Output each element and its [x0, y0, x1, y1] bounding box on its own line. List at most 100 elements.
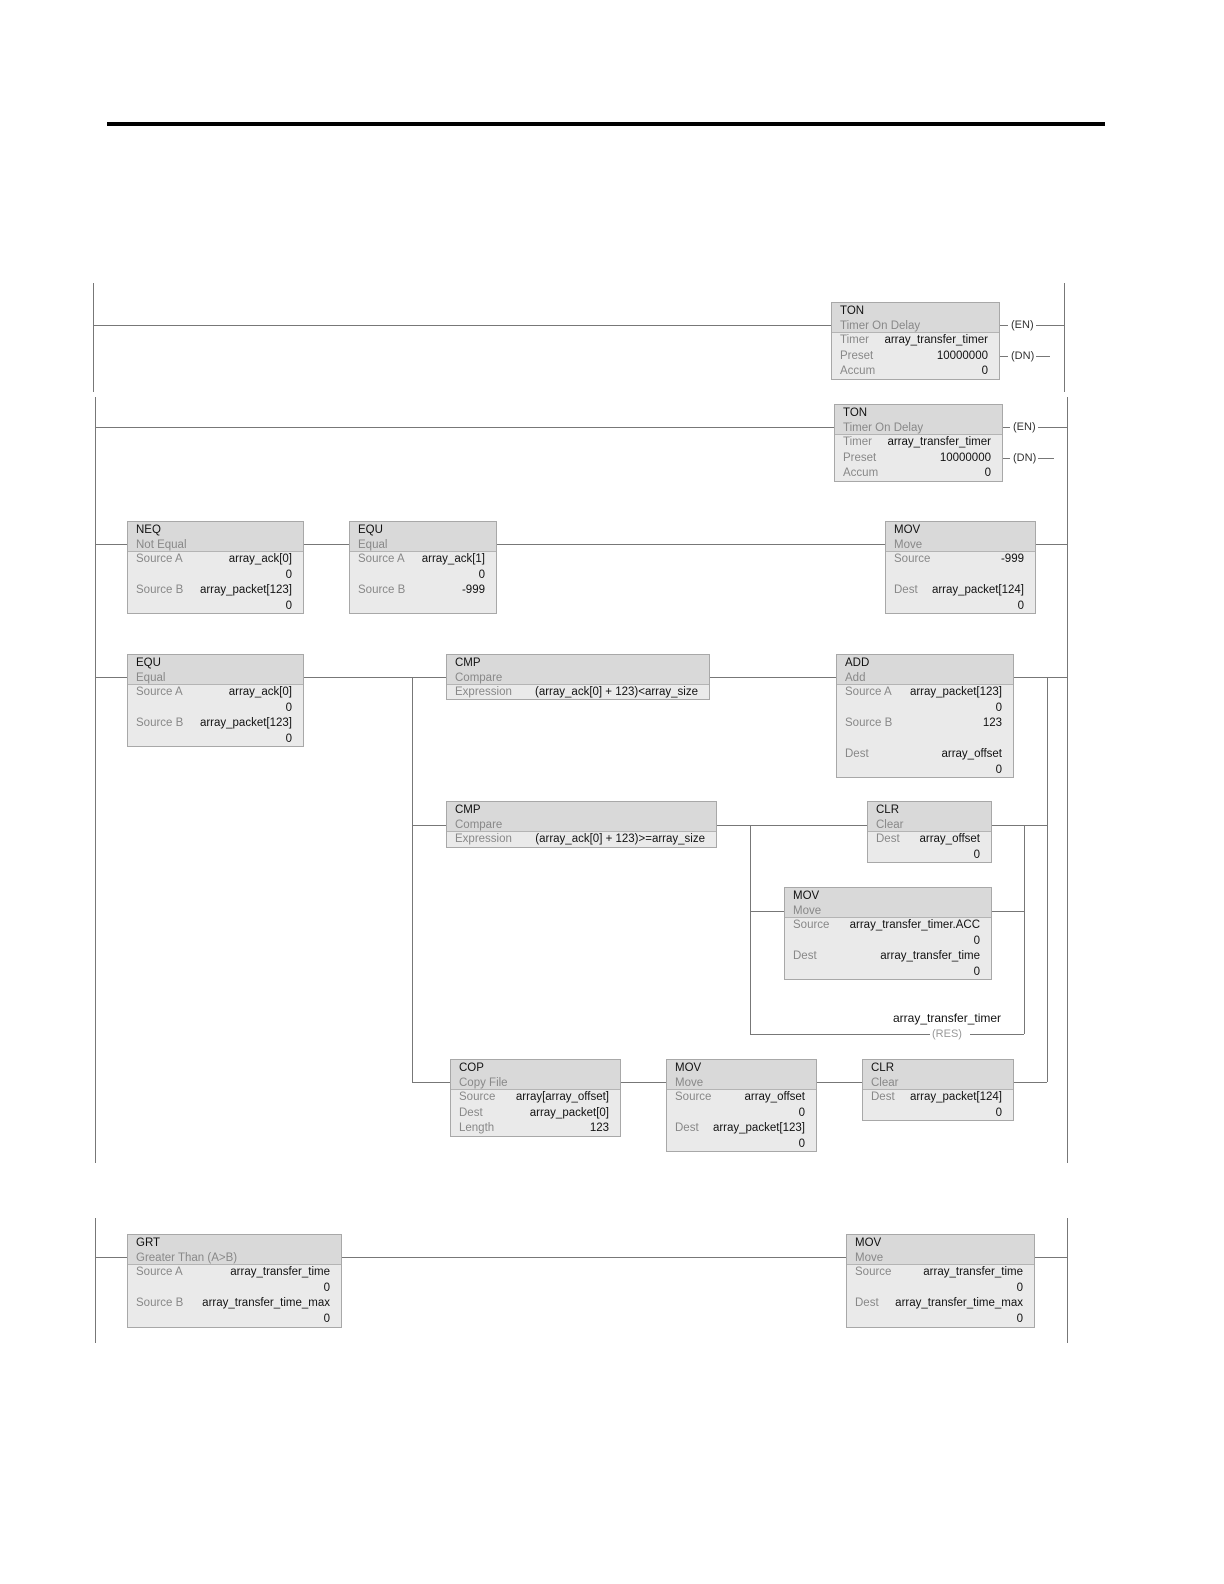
instruction-mnemonic: MOV [675, 1062, 702, 1074]
source-a-tag: array_ack[0] [228, 553, 292, 565]
clr-block[interactable]: CLR Clear Dest array_packet[124] 0 [862, 1059, 1014, 1121]
source-a-value: 0 [478, 568, 485, 581]
instruction-mnemonic: TON [840, 305, 865, 317]
source-value: 0 [973, 934, 980, 947]
source-a-tag: array_transfer_time [230, 1266, 330, 1278]
dest-label: Dest [894, 584, 918, 596]
dest-value: 0 [1016, 1312, 1023, 1325]
dest-tag: array_transfer_time_max [895, 1297, 1023, 1309]
dest-label: Dest [855, 1297, 879, 1309]
dest-value: 0 [1017, 599, 1024, 612]
length-label: Length [459, 1122, 495, 1134]
instruction-mnemonic: NEQ [136, 524, 161, 536]
dest-label: Dest [876, 833, 900, 845]
grt-block[interactable]: GRT Greater Than (A>B) Source A array_tran… [127, 1234, 342, 1328]
en-coil: (EN) [1010, 319, 1035, 331]
source-label: Source [675, 1091, 712, 1103]
accum-label: Accum [843, 467, 879, 479]
en-coil: (EN) [1012, 421, 1037, 433]
page-header-rule [107, 122, 1105, 126]
source-a-label: Source A [136, 1266, 183, 1278]
source-a-label: Source A [136, 686, 183, 698]
instruction-description: Compare [455, 672, 503, 684]
instruction-description: Greater Than (A>B) [136, 1252, 238, 1264]
source-b-tag: array_transfer_time_max [202, 1297, 330, 1309]
instruction-description: Equal [358, 539, 388, 551]
instruction-description: Move [894, 539, 923, 551]
instruction-mnemonic: MOV [793, 890, 820, 902]
res-coil-tag: array_transfer_timer [893, 1011, 1002, 1025]
dest-value: 0 [995, 763, 1002, 776]
dest-label: Dest [871, 1091, 895, 1103]
source-tag: array_transfer_time [923, 1266, 1023, 1278]
dest-label: Dest [675, 1122, 699, 1134]
source-a-label: Source A [358, 553, 405, 565]
source-a-tag: array_ack[0] [228, 686, 292, 698]
instruction-description: Move [793, 905, 822, 917]
instruction-mnemonic: MOV [855, 1237, 882, 1249]
instruction-mnemonic: ADD [845, 657, 870, 669]
instruction-mnemonic: CMP [455, 804, 481, 816]
dest-tag: array_packet[124] [931, 584, 1024, 596]
instruction-mnemonic: MOV [894, 524, 921, 536]
source-a-value: 0 [285, 568, 292, 581]
source-value: -999 [1000, 553, 1024, 565]
source-b-tag: array_packet[123] [199, 717, 292, 729]
dest-tag: array_packet[124] [909, 1091, 1002, 1103]
timer-tag: array_transfer_timer [887, 436, 991, 448]
accum-value: 0 [984, 467, 991, 479]
instruction-mnemonic: COP [459, 1062, 484, 1074]
instruction-description: Timer On Delay [840, 320, 921, 332]
source-a-value: 0 [995, 701, 1002, 714]
preset-label: Preset [843, 451, 877, 464]
accum-value: 0 [981, 365, 988, 377]
source-b-value: 0 [285, 732, 292, 745]
source-label: Source [855, 1266, 892, 1278]
source-a-tag: array_ack[1] [421, 553, 485, 565]
instruction-mnemonic: GRT [136, 1237, 161, 1249]
source-a-tag: array_packet[123] [909, 686, 1002, 698]
instruction-description: Clear [871, 1077, 899, 1089]
instruction-mnemonic: CLR [871, 1062, 895, 1074]
instruction-description: Equal [136, 672, 166, 684]
source-b-value: -999 [461, 584, 485, 596]
preset-value: 10000000 [939, 451, 991, 464]
instruction-mnemonic: CLR [876, 804, 900, 816]
source-tag: array_transfer_timer.ACC [849, 919, 980, 931]
instruction-mnemonic: EQU [136, 657, 161, 669]
source-b-label: Source B [845, 717, 893, 729]
expression-value: (array_ack[0] + 123)<array_size [535, 686, 698, 698]
source-label: Source [894, 553, 931, 565]
mov-block[interactable]: MOV Move Source -999 Dest array_packet[124]… [885, 521, 1036, 614]
source-b-tag: array_packet[123] [199, 584, 292, 596]
instruction-mnemonic: CMP [455, 657, 481, 669]
dest-value: 0 [973, 965, 980, 978]
dn-coil: (DN) [1010, 350, 1036, 362]
instruction-mnemonic: EQU [358, 524, 383, 536]
dest-value: 0 [995, 1106, 1002, 1119]
source-b-value: 0 [323, 1312, 330, 1325]
source-a-value: 0 [323, 1281, 330, 1294]
timer-label: Timer [840, 334, 869, 346]
source-a-label: Source A [845, 686, 892, 698]
expression-value: (array_ack[0] + 123)>=array_size [535, 833, 705, 845]
preset-label: Preset [840, 349, 874, 362]
dest-label: Dest [793, 950, 817, 962]
ton-block[interactable]: TON Timer On Delay Timer array_transfer_ti… [831, 302, 1000, 380]
timer-tag: array_transfer_timer [884, 334, 988, 346]
dest-tag: array_transfer_time [880, 950, 980, 962]
instruction-description: Copy File [459, 1077, 508, 1089]
